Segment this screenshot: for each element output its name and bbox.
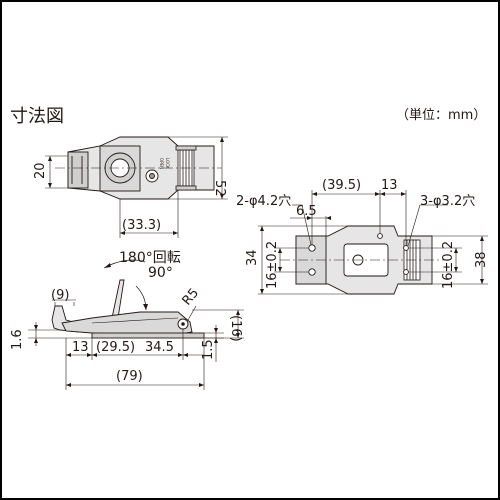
label-holes-3-2: 3-φ3.2穴 bbox=[420, 194, 475, 209]
dim-side-16: (16) bbox=[228, 315, 243, 342]
side-view-base bbox=[91, 332, 205, 339]
dim-side-13: 13 bbox=[72, 340, 89, 355]
label-r5: R5 bbox=[180, 286, 203, 309]
top-view-hook bbox=[67, 151, 89, 189]
hole-3-2-c bbox=[403, 269, 409, 275]
dim-side-29-5: (29.5) bbox=[96, 340, 135, 355]
dim-base-34: 34 bbox=[245, 249, 260, 266]
dim-top-20: 20 bbox=[33, 162, 48, 179]
hole-4-2-top bbox=[308, 244, 316, 252]
drawing-title: 寸法図 bbox=[10, 106, 64, 127]
dim-base-tol-right: 16±0.2 bbox=[441, 241, 456, 289]
label-rotation-90: 90° bbox=[148, 265, 173, 281]
unit-label: （単位：mm） bbox=[396, 108, 487, 123]
dim-base-38: 38 bbox=[474, 251, 489, 268]
side-view: 180°回転 90° (9) R5 bbox=[10, 250, 244, 390]
dim-base-13: 13 bbox=[381, 178, 398, 193]
dim-side-79: (79) bbox=[116, 369, 143, 384]
hole-3-2-a bbox=[377, 233, 383, 239]
hole-3-2-b bbox=[403, 245, 409, 251]
dim-side-1-5: 1.5 bbox=[201, 339, 216, 360]
dim-side-9: (9) bbox=[51, 288, 69, 303]
label-holes-4-2: 2-φ4.2穴 bbox=[236, 194, 291, 209]
hole-4-2-bottom bbox=[308, 268, 316, 276]
side-view-arm bbox=[61, 311, 193, 337]
stamp-lock: LOCK bbox=[165, 158, 170, 169]
dim-top-52: 52 bbox=[212, 180, 227, 197]
dim-base-39-5: (39.5) bbox=[322, 178, 361, 193]
dim-base-tol-left: 16±0.2 bbox=[265, 241, 280, 289]
base-view: (39.5) 13 2-φ4.2穴 3-φ3.2穴 6.5 34 bbox=[236, 178, 489, 295]
dim-top-33-3: (33.3) bbox=[122, 218, 161, 233]
side-view-lever bbox=[111, 279, 125, 319]
top-view: OPEN LOCK 20 52 (33.3) bbox=[33, 136, 228, 238]
dim-base-6-5: 6.5 bbox=[296, 204, 317, 219]
stamp-open: OPEN bbox=[159, 158, 164, 169]
dim-side-1-6: 1.6 bbox=[10, 329, 25, 350]
dim-side-34-5: 34.5 bbox=[145, 340, 174, 355]
label-rotation-180: 180°回転 bbox=[119, 250, 181, 266]
